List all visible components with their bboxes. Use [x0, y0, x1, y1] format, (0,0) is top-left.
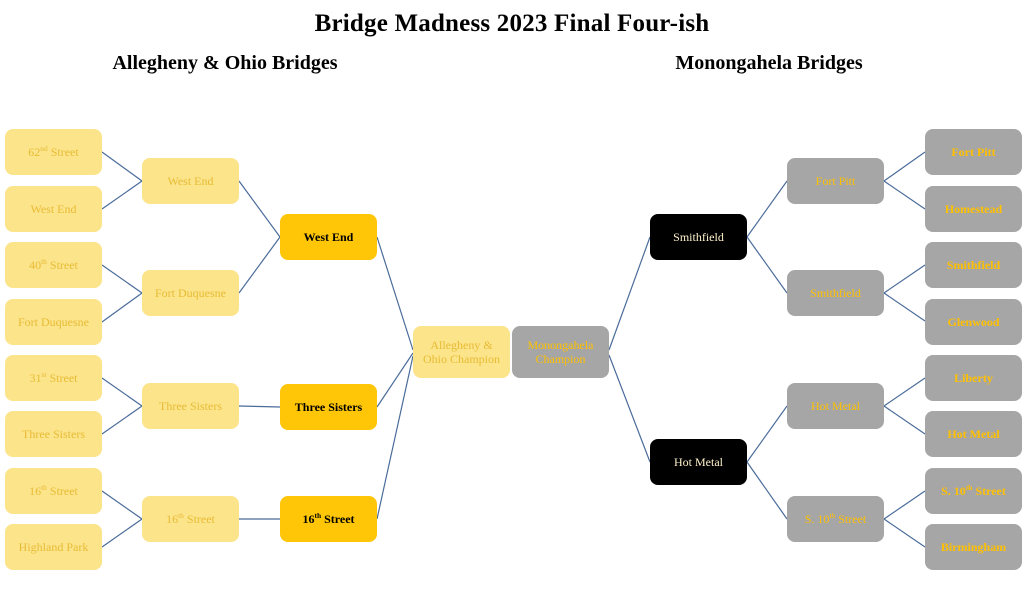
box-right-r2-smithfield: Smithfield: [787, 270, 884, 316]
box-label: West End: [167, 173, 214, 188]
connector-line: [101, 518, 143, 548]
box-label: 16th Street: [166, 510, 215, 526]
box-right-r1-fort-pitt: Fort Pitt: [925, 129, 1022, 175]
box-right-r1-liberty: Liberty: [925, 355, 1022, 401]
box-label: Hot Metal: [811, 398, 860, 413]
box-label: Hot Metal: [674, 454, 723, 469]
box-label: 16th Street: [29, 482, 78, 498]
diagram-title: Bridge Madness 2023 Final Four-ish: [314, 10, 710, 37]
connector-line: [376, 352, 414, 408]
connector-line: [608, 236, 651, 351]
connector-line: [883, 180, 926, 210]
box-label: Fort Duquesne: [18, 314, 89, 329]
box-label: 16th Street: [302, 510, 355, 526]
connector-line: [883, 151, 926, 182]
box-allegheny-ohio-champion: Allegheny & Ohio Champion: [413, 326, 510, 378]
right-region-heading: Monongahela Bridges: [675, 52, 863, 74]
box-label: 31st Street: [29, 369, 78, 385]
box-label: West End: [303, 229, 354, 244]
box-left-r1-62nd-street: 62nd Street: [5, 129, 102, 175]
box-label: Smithfield: [673, 229, 724, 244]
box-label: Homestead: [944, 201, 1003, 216]
box-label: Monongahela Champion: [527, 337, 594, 366]
box-monongahela-champion: Monongahela Champion: [512, 326, 609, 378]
box-label: Three Sisters: [159, 398, 222, 413]
connector-line: [746, 180, 788, 238]
connector-line: [101, 180, 143, 210]
box-left-r1-three-sisters: Three Sisters: [5, 411, 102, 457]
box-left-r1-fort-duquesne: Fort Duquesne: [5, 299, 102, 345]
box-left-r2-west-end: West End: [142, 158, 239, 204]
box-label: Liberty: [954, 370, 993, 385]
box-label: Three Sisters: [22, 426, 85, 441]
box-right-r1-birmingham: Birmingham: [925, 524, 1022, 570]
box-label: Fort Pitt: [951, 144, 996, 159]
box-right-semifinal-hot-metal: Hot Metal: [650, 439, 747, 485]
box-label: Fort Duquesne: [155, 285, 226, 300]
box-label: 62nd Street: [28, 143, 79, 159]
connector-line: [101, 377, 143, 407]
box-right-r1-hot-metal: Hot Metal: [925, 411, 1022, 457]
box-label: 40th Street: [29, 256, 78, 272]
box-label: Three Sisters: [294, 399, 363, 414]
connector-line: [238, 405, 281, 408]
box-left-r2-three-sisters: Three Sisters: [142, 383, 239, 429]
connector-line: [608, 354, 651, 463]
box-label: Smithfield: [810, 285, 861, 300]
connector-line: [883, 377, 926, 407]
box-label: Glenwood: [947, 314, 1000, 329]
box-label: West End: [30, 201, 77, 216]
left-region-heading: Allegheny & Ohio Bridges: [112, 52, 338, 74]
connector-line: [238, 180, 281, 238]
box-right-semifinal-smithfield: Smithfield: [650, 214, 747, 260]
box-right-r1-smithfield: Smithfield: [925, 242, 1022, 288]
connector-line: [883, 405, 926, 435]
box-left-r2-fort-duquesne: Fort Duquesne: [142, 270, 239, 316]
connector-line: [883, 518, 926, 548]
connector-line: [101, 405, 143, 435]
box-left-semifinal-16th-street: 16th Street: [280, 496, 377, 542]
connector-line: [101, 490, 143, 520]
box-left-r1-16th-street: 16th Street: [5, 468, 102, 514]
connector-line: [883, 490, 926, 520]
box-right-r1-glenwood: Glenwood: [925, 299, 1022, 345]
box-right-r1-homestead: Homestead: [925, 186, 1022, 232]
connector-line: [376, 236, 414, 351]
box-left-semifinal-west-end: West End: [280, 214, 377, 260]
box-right-r1-s-10th-street: S. 10th Street: [925, 468, 1022, 514]
connector-line: [101, 292, 143, 323]
connector-line: [746, 236, 788, 294]
box-left-r1-40th-street: 40th Street: [5, 242, 102, 288]
box-label: Smithfield: [946, 257, 1001, 272]
connector-line: [238, 236, 281, 294]
box-right-r2-fort-pitt: Fort Pitt: [787, 158, 884, 204]
connector-line: [376, 355, 414, 520]
connector-line: [746, 405, 788, 463]
box-label: S. 10th Street: [941, 482, 1006, 498]
box-left-r1-west-end: West End: [5, 186, 102, 232]
box-right-r2-hot-metal: Hot Metal: [787, 383, 884, 429]
box-left-r2-16th-street: 16th Street: [142, 496, 239, 542]
connector-line: [101, 151, 143, 182]
connector-line: [883, 264, 926, 294]
box-label: Hot Metal: [947, 426, 1000, 441]
connector-line: [883, 292, 926, 322]
connector-line: [746, 461, 788, 520]
box-left-r1-31st-street: 31st Street: [5, 355, 102, 401]
box-label: Highland Park: [18, 539, 89, 554]
box-label: S. 10th Street: [804, 510, 867, 526]
box-right-r2-s-10th-street: S. 10th Street: [787, 496, 884, 542]
box-label: Birmingham: [940, 539, 1007, 554]
box-left-semifinal-three-sisters: Three Sisters: [280, 384, 377, 430]
box-left-r1-highland-park: Highland Park: [5, 524, 102, 570]
box-label: Fort Pitt: [815, 173, 856, 188]
box-label: Allegheny & Ohio Champion: [423, 337, 500, 366]
connector-line: [101, 264, 143, 294]
